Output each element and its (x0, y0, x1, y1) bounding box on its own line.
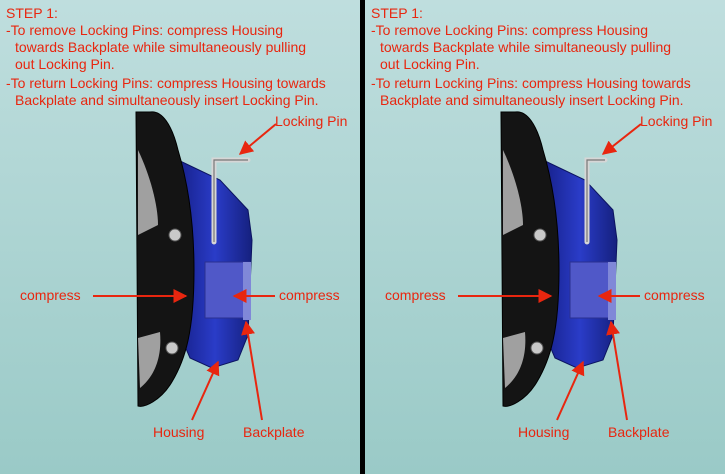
backplate-panel-bottom (503, 332, 526, 388)
arrow-backplate (606, 320, 628, 421)
housing (542, 159, 618, 369)
arrow-housing (191, 360, 220, 421)
backplate (135, 111, 195, 407)
diagram-panel-right: STEP 1: -To remove Locking Pins: compres… (365, 0, 725, 474)
instruction-line-4: -To return Locking Pins: compress Housin… (371, 75, 691, 91)
instruction-line-5: Backplate and simultaneously insert Lock… (15, 92, 319, 108)
locking-pin (584, 157, 608, 245)
backplate-edge (608, 262, 616, 320)
step-heading: STEP 1: (6, 5, 58, 21)
locking-pin (211, 157, 251, 245)
label-backplate: Backplate (608, 424, 670, 440)
instruction-line-4: -To return Locking Pins: compress Housin… (6, 75, 326, 91)
backplate-edge (243, 262, 251, 320)
label-housing: Housing (518, 424, 570, 440)
instruction-line-3: out Locking Pin. (380, 56, 480, 72)
diagram-panel-left: STEP 1: -To remove Locking Pins: compres… (0, 0, 360, 474)
backplate-panel-top (503, 150, 523, 235)
label-compress-right: compress (279, 287, 340, 303)
device-illustration (365, 0, 725, 474)
backplate (500, 111, 560, 407)
arrow-locking-pin (601, 123, 642, 155)
instruction-line-1: -To remove Locking Pins: compress Housin… (371, 22, 649, 38)
screw-top (533, 228, 547, 242)
instruction-line-2: towards Backplate while simultaneously p… (15, 39, 307, 55)
label-compress-left: compress (20, 287, 81, 303)
backplate-panel-bottom (138, 332, 161, 388)
label-housing: Housing (153, 424, 205, 440)
annotation-arrows (458, 123, 642, 421)
housing (177, 159, 253, 369)
device-illustration (0, 0, 360, 474)
arrow-housing (556, 360, 585, 421)
arrow-locking-pin (238, 123, 277, 155)
instruction-line-3: out Locking Pin. (15, 56, 115, 72)
screw-bottom (165, 341, 179, 355)
arrow-backplate (241, 320, 263, 421)
instruction-line-1: -To remove Locking Pins: compress Housin… (6, 22, 284, 38)
step-heading: STEP 1: (371, 5, 423, 21)
annotation-arrows (93, 123, 277, 421)
label-compress-left: compress (385, 287, 446, 303)
backplate-panel-top (138, 150, 158, 235)
screw-bottom (530, 341, 544, 355)
label-locking-pin: Locking Pin (275, 113, 348, 129)
label-compress-right: compress (644, 287, 705, 303)
instruction-line-5: Backplate and simultaneously insert Lock… (380, 92, 684, 108)
label-backplate: Backplate (243, 424, 305, 440)
instruction-line-2: towards Backplate while simultaneously p… (380, 39, 672, 55)
label-locking-pin: Locking Pin (640, 113, 713, 129)
screw-top (168, 228, 182, 242)
